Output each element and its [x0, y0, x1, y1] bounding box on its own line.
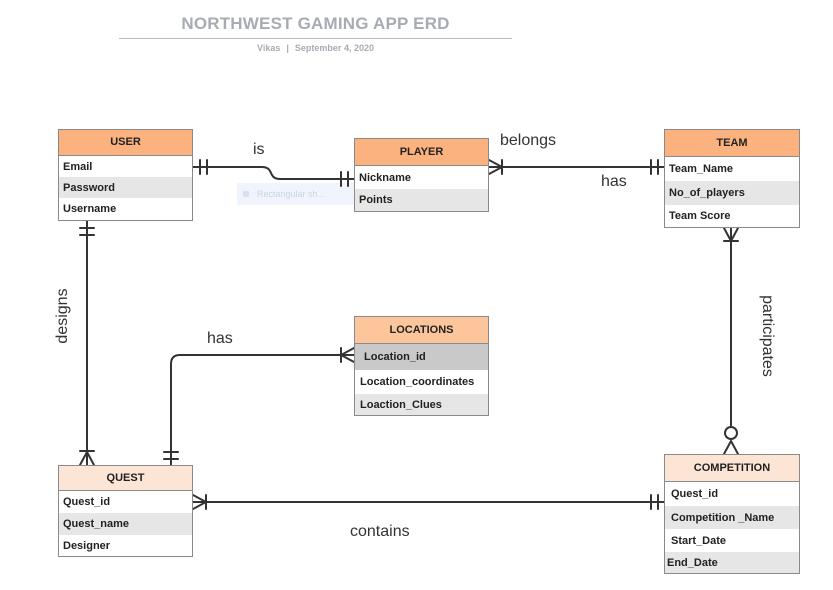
relationship-label-has-team: has	[601, 173, 627, 190]
entity-locations[interactable]: LOCATIONS Location_id Location_coordinat…	[354, 316, 489, 416]
entity-team-field: No_of_players	[665, 181, 799, 205]
connector-quest-locations	[170, 354, 355, 466]
entity-player-header: PLAYER	[355, 139, 488, 166]
competition-zero-marker	[724, 426, 738, 440]
entity-locations-header: LOCATIONS	[355, 317, 488, 344]
relationship-label-participates: participates	[759, 295, 776, 377]
entity-user[interactable]: USER Email Password Username	[58, 129, 193, 221]
relationship-label-is: is	[253, 141, 265, 158]
entity-team[interactable]: TEAM Team_Name No_of_players Team Score	[664, 129, 800, 228]
entity-competition-field: Competition _Name	[665, 506, 799, 529]
relationship-label-designs: designs	[54, 288, 71, 344]
entity-user-field: Username	[63, 202, 117, 215]
entity-quest-field: Quest_id	[63, 496, 111, 508]
entity-user-field: Email	[63, 160, 93, 173]
entity-competition[interactable]: COMPETITION Quest_id Competition _Name S…	[664, 454, 800, 574]
entity-competition-field: End_Date	[665, 552, 799, 573]
entity-quest-field: Designer	[63, 539, 111, 552]
entity-player-field: Nickname	[359, 171, 411, 184]
diagram-date: September 4, 2020	[294, 43, 374, 53]
competition-crowfoot	[723, 438, 739, 455]
shape-icon	[243, 191, 249, 197]
entity-quest-header: QUEST	[59, 466, 192, 491]
diagram-title: NORTHWEST GAMING APP ERD	[181, 14, 450, 33]
ghost-shape-tooltip: Rectangular sh...	[237, 183, 355, 205]
entity-competition-header: COMPETITION	[665, 455, 799, 482]
entity-locations-field: Location_id	[355, 344, 488, 370]
relationship-label-contains: contains	[350, 523, 410, 540]
entity-quest[interactable]: QUEST Quest_id Quest_name Designer	[58, 465, 193, 557]
entity-competition-field: Start_Date	[671, 534, 727, 547]
entity-team-field: Team Score	[669, 210, 731, 222]
entity-player-field: Points	[355, 189, 488, 211]
diagram-subtitle: Vikas | September 4, 2020	[119, 43, 512, 53]
connector-user-player	[192, 166, 355, 180]
relationship-label-has-locations: has	[207, 330, 233, 347]
entity-competition-field: Quest_id	[671, 488, 719, 500]
ghost-shape-label: Rectangular sh...	[257, 189, 326, 199]
entity-team-header: TEAM	[665, 130, 799, 157]
entity-locations-field: Location_coordinates	[360, 376, 475, 388]
entity-player[interactable]: PLAYER Nickname Points	[354, 138, 489, 212]
relationship-label-belongs: belongs	[500, 132, 557, 149]
entity-locations-field: Loaction_Clues	[355, 394, 488, 415]
author: Vikas	[257, 43, 281, 53]
entity-user-header: USER	[59, 130, 192, 156]
entity-quest-field: Quest_name	[59, 513, 192, 535]
subtitle-separator: |	[286, 43, 289, 53]
entity-team-field: Team_Name	[669, 163, 733, 175]
title-divider	[119, 38, 512, 39]
entity-user-field: Password	[59, 177, 192, 198]
